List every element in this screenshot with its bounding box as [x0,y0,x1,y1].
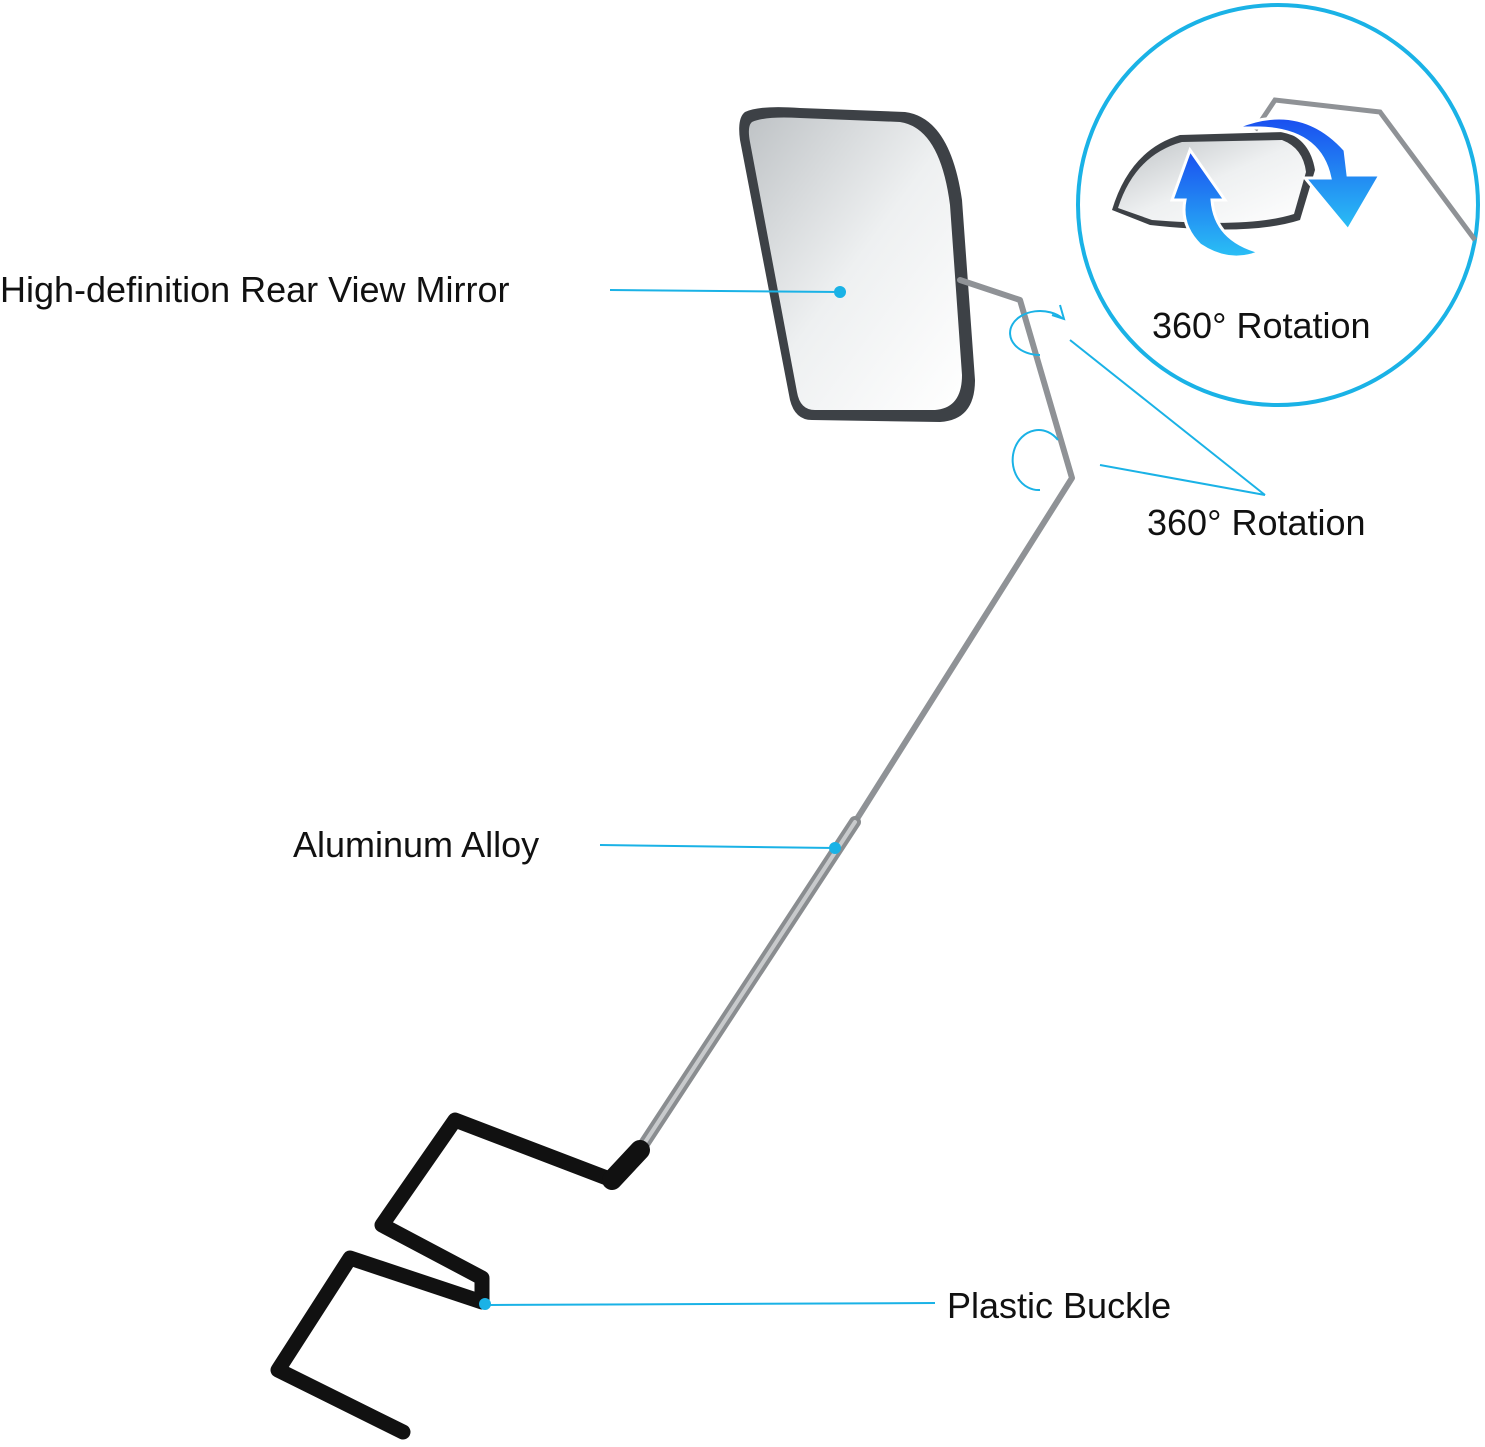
rotation-arrow-icon [1009,304,1066,492]
inset-rotation-label: 360° Rotation [1152,305,1371,346]
joint-rotation-label: 360° Rotation [1147,502,1366,543]
rotation-inset [1076,3,1480,407]
rod-label: Aluminum Alloy [293,824,540,865]
mirror-label: High-definition Rear View Mirror [0,269,510,310]
buckle-label: Plastic Buckle [947,1285,1172,1326]
plastic-buckle [270,1112,648,1440]
rotate-arrow-icon [1169,146,1265,259]
aluminum-rod [634,277,1075,1156]
rotate-arrow-icon [1234,116,1383,233]
rear-view-mirror [739,107,975,422]
callout-lines [479,286,1266,1310]
